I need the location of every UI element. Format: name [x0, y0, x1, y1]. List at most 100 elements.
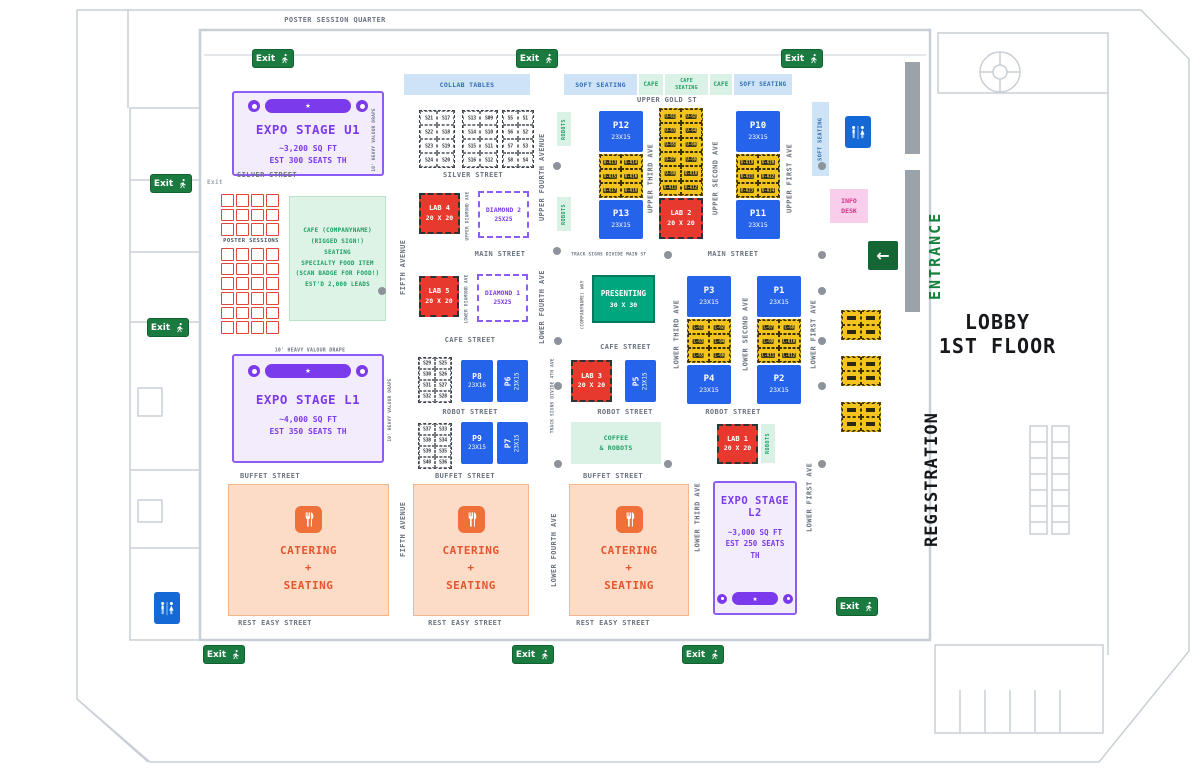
poster-sessions-label: POSTER SESSIONS: [223, 238, 279, 244]
stage-title: EXPO STAGE L1: [255, 392, 361, 407]
booth-cell: S20: [437, 153, 454, 167]
booth-cell: S3: [518, 139, 533, 153]
grid-cell: [251, 208, 264, 222]
column: [818, 162, 826, 170]
booth-cell: S23: [420, 139, 437, 153]
booth-cell: S18: [437, 125, 454, 139]
grid-cell: [236, 248, 249, 261]
grid-cell: [861, 417, 880, 431]
booth-cell: S21: [420, 111, 437, 125]
column: [664, 460, 672, 468]
booth-cell: S22: [420, 125, 437, 139]
lab-size: 20 X 20: [667, 218, 695, 227]
grid-cell: [266, 194, 279, 207]
booth-cell: U-G23: [737, 183, 758, 197]
stage-title: EXPO STAGE U1: [255, 122, 361, 137]
exit-label: Exit: [150, 322, 171, 333]
booth-cell: S27: [435, 380, 451, 391]
booth-cell: U-G20: [758, 155, 779, 169]
stage-badge-icon: [356, 100, 368, 112]
booth-cell: S19: [437, 139, 454, 153]
rest-easy-street-label: REST EASY STREET: [428, 619, 502, 627]
booth-cell: U-G19: [737, 155, 758, 169]
grid-cell: [251, 248, 264, 261]
stage-star-pill: ★: [265, 364, 351, 378]
catering-label: CATERING + SEATING: [600, 544, 658, 592]
fifth-avenue-label: FIFTH AVENUE: [399, 239, 407, 295]
stage-star-pill: ★: [732, 592, 778, 605]
booth-cell: U-G16: [621, 169, 642, 183]
grid-cell: [266, 277, 279, 290]
lab-size: 20 X 20: [425, 296, 453, 305]
booth-cell: S12: [480, 153, 497, 167]
pavilion-name: P12: [612, 121, 630, 132]
booth-cell: L-G5: [688, 348, 709, 362]
column: [378, 287, 386, 295]
lab-2: LAB 2 20 X 20: [659, 198, 703, 239]
silver-street-label: SILVER STREET: [443, 171, 503, 179]
lab-3: LAB 3 20 X 20: [571, 360, 612, 402]
booth-cell: S10: [480, 125, 497, 139]
booth-cell: S24: [420, 153, 437, 167]
cafe-seating-area: CAFE SEATING: [665, 74, 708, 95]
gold-pod-grid: [841, 310, 881, 340]
grid-cell: [236, 208, 249, 222]
lab-size: 20 X 20: [723, 444, 752, 453]
booth-cell: S38: [419, 435, 435, 446]
grid-cell: [251, 223, 264, 236]
booth-cell: U-G10: [681, 166, 702, 181]
booth-cell: U-G11: [660, 180, 681, 195]
booth-cell: L-G1: [688, 320, 709, 334]
presenting-booth: PRESENTING 30 X 30: [592, 275, 655, 323]
grid-cell: [221, 277, 234, 290]
booth-cell: S26: [435, 369, 451, 380]
grid-cell: [251, 321, 264, 334]
booth-cell: S7: [503, 139, 518, 153]
lab-5: LAB 5 20 X 20: [419, 276, 459, 317]
pavilion-name: P4: [703, 374, 715, 385]
buffet-street-label: BUFFET STREET: [240, 472, 300, 480]
registration-label: REGISTRATION: [922, 412, 942, 547]
restroom-icon: [845, 116, 871, 148]
booth-cell: L-G12: [779, 348, 800, 362]
rest-easy-street-label: REST EASY STREET: [238, 619, 312, 627]
pavilion-name: P9: [472, 433, 482, 443]
booth-cell: S28: [435, 391, 451, 402]
booth-cell: U-G6: [681, 137, 702, 152]
grid-cell: [236, 292, 249, 305]
pavilion-name: P13: [612, 209, 630, 220]
booth-cell: U-G9: [660, 166, 681, 181]
column: [554, 337, 562, 345]
column: [818, 460, 826, 468]
pavilion-p3: P3 23X15: [687, 276, 731, 317]
booth-cell: S1: [518, 111, 533, 125]
grid-cell: [236, 262, 249, 276]
booth-cell: L-G2: [709, 320, 730, 334]
lab-size: 20 X 20: [425, 213, 454, 222]
upper-first-ave-label: UPPER FIRST AVE: [785, 143, 794, 214]
exit-label: Exit: [153, 178, 174, 189]
diamond-name: DIAMOND 1: [484, 289, 521, 297]
pavilion-size: 23X15: [699, 298, 719, 307]
pavilion-size: 23X16: [467, 382, 487, 390]
diamond-size: 25X25: [494, 215, 513, 223]
buffet-street-label: BUFFET STREET: [583, 472, 643, 480]
coffee-robots-area: COFFEE & ROBOTS: [571, 422, 661, 464]
booth-cell: S39: [419, 446, 435, 457]
pavilion-p4: P4 23X15: [687, 365, 731, 404]
star-icon: ★: [752, 593, 758, 603]
cafe-area: CAFE: [710, 74, 732, 95]
robot-street-label: ROBOT STREET: [597, 408, 653, 416]
expo-stage-u1: ★ EXPO STAGE U1 ~3,200 SQ FT EST 300 SEA…: [232, 91, 384, 176]
fifth-avenue-label: FIFTH AVENUE: [399, 501, 407, 558]
running-person-icon: [177, 323, 183, 333]
presenting-size: 30 X 30: [609, 300, 638, 309]
pavilion-size: 23X15: [641, 371, 649, 391]
drape-label: 10' HEAVY VALOUR DRAPE: [274, 347, 346, 354]
